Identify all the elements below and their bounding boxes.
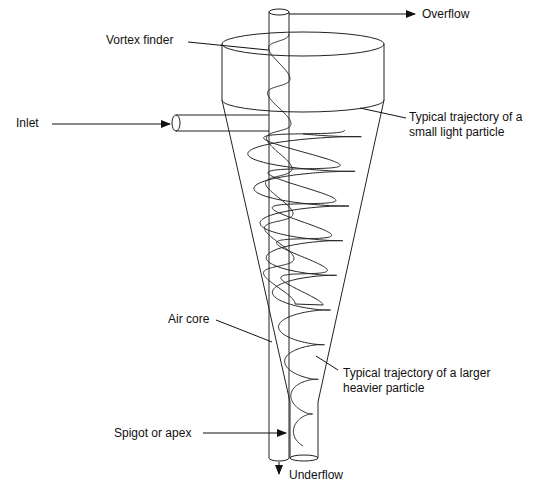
flow-label: Inlet: [14, 116, 41, 131]
leader-line: [216, 320, 272, 342]
inlet-pipe-end: [172, 115, 180, 131]
light-particle-trajectory: [264, 34, 345, 305]
underflow-arrow: [279, 462, 280, 474]
vortex-finder-top: [269, 9, 289, 15]
leader-line: [188, 42, 268, 50]
overflow-arrow: [289, 14, 415, 15]
cone-wall: [318, 100, 384, 402]
part-label: Air core: [166, 312, 211, 327]
part-label: Spigot or apex: [112, 426, 193, 441]
leader-line: [316, 356, 338, 370]
leader-arrow: [203, 433, 286, 434]
leader-line: [360, 108, 406, 118]
flow-label: Underflow: [287, 468, 345, 483]
callout-label: Typical trajectory of a small light part…: [407, 110, 549, 140]
cylinder-bottom: [222, 100, 384, 112]
part-label: Vortex finder: [104, 33, 175, 48]
inlet-arrow: [52, 124, 170, 125]
flow-label: Overflow: [420, 7, 471, 22]
callout-label: Typical trajectory of a larger heavier p…: [341, 366, 495, 396]
cylinder-top: [222, 32, 384, 56]
heavy-particle-trajectory: [248, 134, 361, 446]
